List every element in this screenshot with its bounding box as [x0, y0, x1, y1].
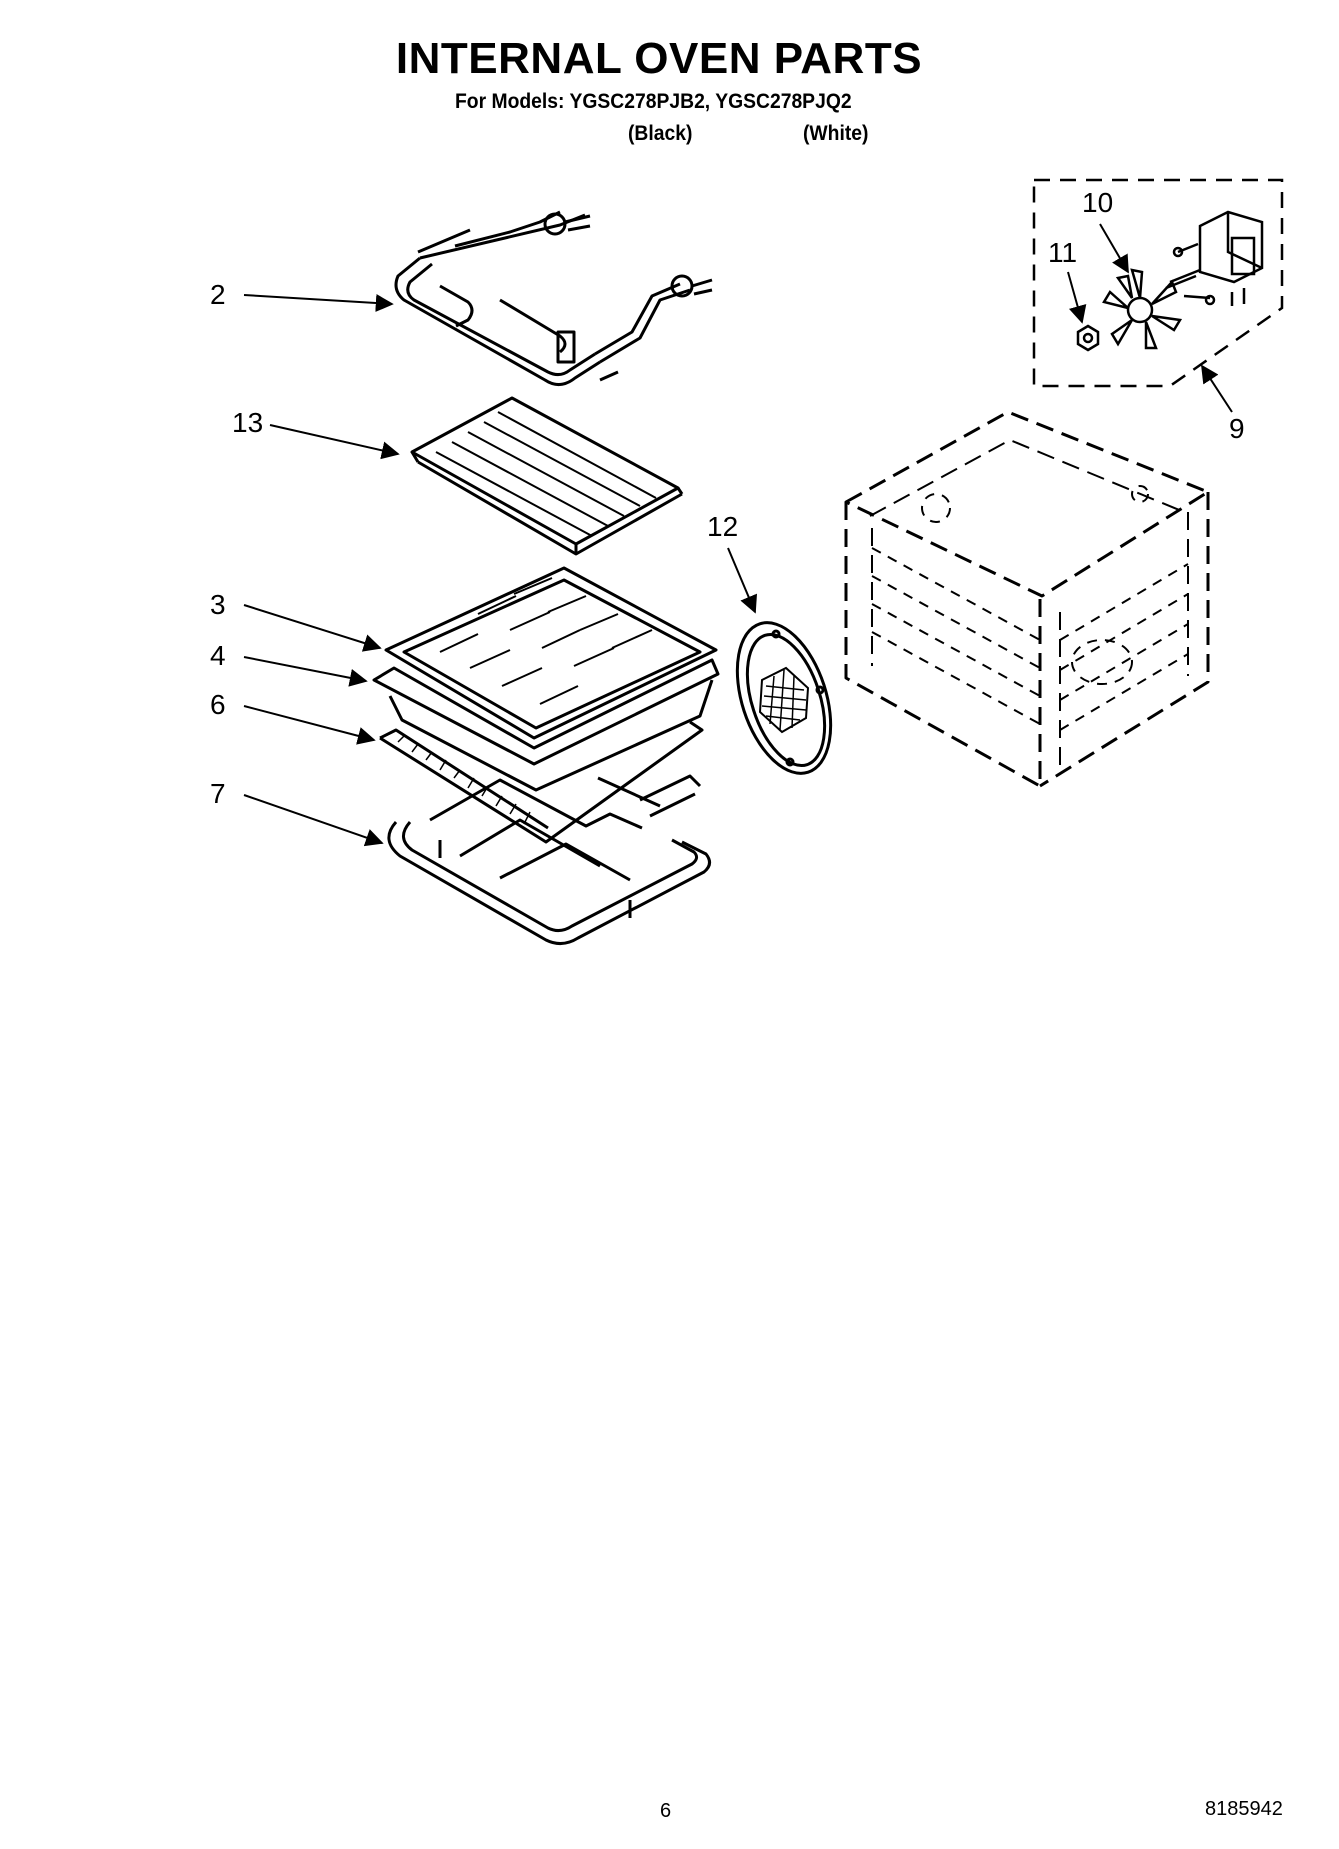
leader-9: [1201, 364, 1233, 413]
baffle-part-13: [410, 396, 684, 556]
oven-cavity-outline: [844, 410, 1210, 788]
callout-2: 2: [210, 279, 226, 310]
nut-part-11: [1076, 324, 1100, 352]
leader-2: [243, 294, 394, 313]
callout-9: 9: [1229, 413, 1245, 444]
leader-4: [243, 656, 368, 687]
page-title: INTERNAL OVEN PARTS: [395, 34, 923, 83]
variant-black-label: (Black): [628, 122, 693, 145]
bake-element-part-7: [387, 774, 711, 945]
callout-12: 12: [707, 511, 738, 542]
broil-element-part-2: [394, 210, 713, 386]
broiler-grid-part-3: [384, 566, 718, 740]
fan-cover-grille: [761, 669, 807, 731]
oven-cavity-racks: [871, 485, 1189, 731]
variant-white-label: (White): [803, 122, 869, 145]
fan-cover-part-12: [735, 621, 833, 775]
callout-6: 6: [210, 689, 226, 720]
leader-7: [243, 794, 384, 847]
page-number: 6: [660, 1800, 672, 1822]
callout-10: 10: [1082, 187, 1113, 218]
leader-13: [269, 424, 400, 460]
leader-11: [1067, 271, 1087, 324]
convection-assembly-part-9-box: [1032, 178, 1284, 388]
leader-6: [243, 705, 376, 745]
callout-4: 4: [210, 640, 226, 671]
document-number: 8185942: [1205, 1798, 1283, 1820]
callout-13: 13: [232, 407, 263, 438]
oven-rack-part-6: [379, 720, 704, 844]
fan-blade-part-10: [1102, 268, 1183, 350]
leader-12: [727, 547, 757, 614]
callout-11: 11: [1048, 237, 1077, 268]
callout-3: 3: [210, 589, 226, 620]
leader-lines: [243, 223, 1233, 847]
convection-motor: [1165, 210, 1264, 306]
leader-3: [243, 604, 382, 652]
broiler-pan-part-4: [372, 658, 720, 792]
leader-10: [1099, 223, 1129, 274]
model-numbers: For Models: YGSC278PJB2, YGSC278PJQ2: [455, 90, 852, 113]
callout-7: 7: [210, 778, 226, 809]
